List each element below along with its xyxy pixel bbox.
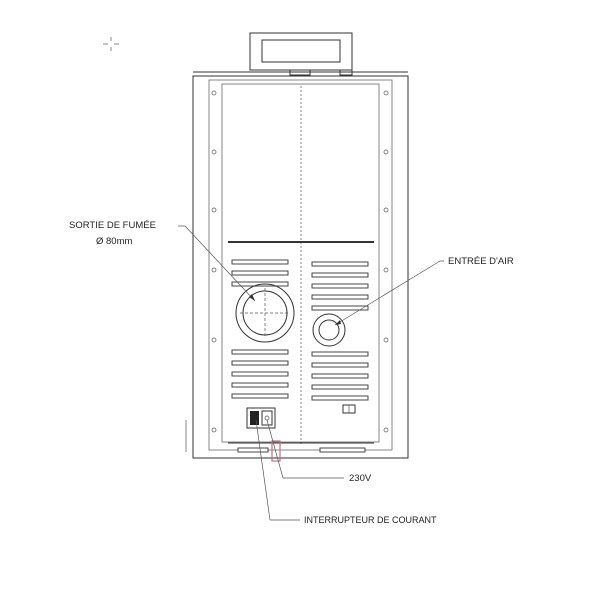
- power-switch-panel: [246, 407, 281, 462]
- smoke-outlet: [235, 283, 295, 343]
- left-vent-slots: [231, 259, 289, 399]
- smoke-outlet-label: SORTIE DE FUMÉE: [69, 220, 156, 231]
- callout-arrows: [249, 294, 341, 325]
- stove-body: [185, 75, 409, 459]
- bolt: [342, 404, 356, 414]
- registration-mark: [103, 37, 119, 51]
- air-inlet-label: ENTRÉE D'AIR: [448, 256, 514, 267]
- top-handle: [249, 32, 353, 76]
- callout-lines: [178, 225, 444, 521]
- voltage-label: 230V: [349, 473, 372, 484]
- right-vent-slots: [311, 261, 369, 401]
- air-inlet: [312, 313, 346, 347]
- smoke-outlet-diameter-label: Ø 80mm: [96, 236, 133, 247]
- power-switch-label: INTERRUPTEUR DE COURANT: [304, 515, 437, 525]
